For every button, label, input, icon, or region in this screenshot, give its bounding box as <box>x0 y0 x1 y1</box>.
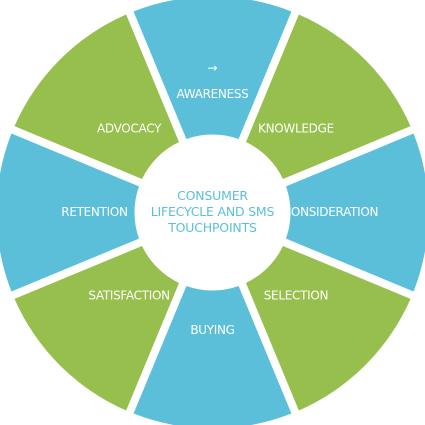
segment-consideration: CONSIDERATION <box>283 133 425 292</box>
segment-label-consideration: CONSIDERATION <box>283 205 378 219</box>
segment-label-advocacy: ADVOCACY <box>97 122 162 136</box>
segment-selection: SELECTION <box>246 246 411 411</box>
segment-shape-satisfaction <box>14 246 179 411</box>
segment-buying: BUYING <box>133 285 292 425</box>
center-circle <box>136 136 289 289</box>
center-title-line: CONSUMER <box>177 188 248 203</box>
segment-shape-awareness <box>133 0 292 140</box>
segment-awareness: AWARENESS → <box>133 0 292 140</box>
segment-knowledge: KNOWLEDGE <box>246 14 411 179</box>
segment-shape-advocacy <box>14 14 179 179</box>
center-title-line: LIFECYCLE AND SMS <box>151 204 275 219</box>
segment-label-awareness: AWARENESS <box>177 87 249 101</box>
segment-satisfaction: SATISFACTION <box>14 246 179 411</box>
segment-retention: RETENTION <box>0 133 140 292</box>
segment-label-selection: SELECTION <box>264 288 328 302</box>
segment-label-buying: BUYING <box>190 323 234 337</box>
segment-label-knowledge: KNOWLEDGE <box>258 122 334 136</box>
segment-shape-knowledge <box>246 14 411 179</box>
segment-shape-retention <box>0 133 140 292</box>
center-title-line: TOUCHPOINTS <box>167 220 257 235</box>
segment-shape-selection <box>246 246 411 411</box>
segment-label-satisfaction: SATISFACTION <box>88 288 169 302</box>
segment-shape-buying <box>133 285 292 425</box>
segment-shape-consideration <box>285 133 425 292</box>
arrow-right-icon: → <box>207 61 217 75</box>
segment-label-retention: RETENTION <box>61 205 127 219</box>
segment-advocacy: ADVOCACY <box>14 14 179 179</box>
